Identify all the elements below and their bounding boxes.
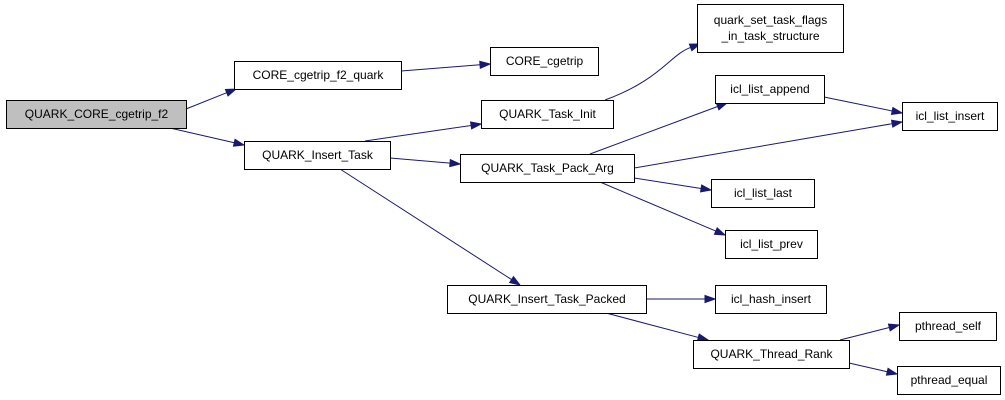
node-label: QUARK_Insert_Task_Packed: [468, 292, 625, 306]
node-box: [897, 366, 1001, 395]
node-list-insert[interactable]: icl_list_insert: [902, 102, 998, 131]
node-label: quark_set_task_flags: [714, 13, 827, 27]
node-label: icl_list_prev: [740, 237, 803, 251]
edge-arrowhead: [449, 158, 462, 168]
node-box: [6, 100, 187, 129]
edge-thread_rank-to-pthread_self: [839, 323, 901, 341]
node-box: [715, 285, 827, 314]
node-box: [693, 340, 850, 369]
edge-arrowhead: [704, 294, 717, 304]
node-label: icl_list_append: [730, 82, 809, 96]
node-thread-rank[interactable]: QUARK_Thread_Rank: [693, 340, 850, 369]
edge-arrowhead: [696, 333, 710, 342]
node-pthread-equal[interactable]: pthread_equal: [897, 366, 1001, 395]
edge-arrowhead: [699, 184, 713, 193]
node-list-last[interactable]: icl_list_last: [711, 179, 815, 208]
node-box: [899, 312, 997, 341]
node-label: QUARK_Task_Pack_Arg: [481, 161, 614, 175]
node-label: QUARK_Thread_Rank: [710, 347, 833, 361]
edge-arrowhead: [890, 106, 904, 116]
edge-pack_arg-to-list_insert: [633, 119, 904, 169]
edge-insert_task-to-task_packed: [339, 168, 522, 286]
edge-pack_arg-to-list_last: [633, 177, 713, 193]
node-label: pthread_self: [915, 319, 982, 333]
edge-task_init-to-set_flags: [604, 43, 702, 101]
node-box: [460, 154, 635, 183]
edge-arrowhead: [890, 119, 904, 128]
node-label: QUARK_CORE_cgetrip_f2: [25, 107, 169, 121]
node-task-packed[interactable]: QUARK_Insert_Task_Packed: [447, 285, 647, 314]
edges-layer: [169, 43, 904, 376]
edge-pack_arg-to-append: [589, 102, 729, 155]
node-label: pthread_equal: [911, 373, 988, 387]
node-list-prev[interactable]: icl_list_prev: [725, 230, 818, 259]
edge-task_packed-to-hash_insert: [646, 294, 717, 304]
node-core-quark[interactable]: CORE_cgetrip_f2_quark: [234, 61, 402, 90]
edge-thread_rank-to-pthread_equal: [848, 362, 899, 376]
edge-insert_task-to-pack_arg: [389, 157, 462, 168]
node-root[interactable]: QUARK_CORE_cgetrip_f2: [6, 100, 187, 129]
node-core[interactable]: CORE_cgetrip: [490, 47, 599, 76]
edge-arrowhead: [715, 102, 729, 111]
node-box: [234, 61, 402, 90]
node-label: QUARK_Task_Init: [499, 107, 596, 121]
node-box: [447, 285, 647, 314]
node-label: icl_list_insert: [916, 109, 985, 123]
node-pack-arg[interactable]: QUARK_Task_Pack_Arg: [460, 154, 635, 183]
edge-root-to-insert_task: [169, 127, 246, 147]
edge-root-to-core_quark: [185, 88, 238, 110]
node-box: [711, 179, 815, 208]
nodes-layer: QUARK_CORE_cgetrip_f2 CORE_cgetrip_f2_qua…: [6, 4, 1001, 395]
node-box: [902, 102, 998, 131]
edge-core_quark-to-core: [400, 60, 492, 72]
edge-task_packed-to-thread_rank: [605, 312, 710, 342]
node-label: _in_task_structure: [720, 29, 819, 43]
node-box: [490, 47, 599, 76]
node-box: [725, 230, 818, 259]
edge-arrowhead: [508, 275, 522, 286]
edge-arrowhead: [713, 227, 727, 236]
edge-arrowhead: [887, 323, 901, 332]
node-label: icl_hash_insert: [731, 292, 812, 306]
node-label: icl_list_last: [734, 186, 793, 200]
edge-append-to-list_insert: [823, 96, 904, 116]
node-box: [697, 4, 844, 53]
node-label: CORE_cgetrip_f2_quark: [253, 68, 385, 82]
edge-insert_task-to-task_init: [364, 121, 483, 142]
node-box: [244, 141, 391, 170]
node-label: CORE_cgetrip: [506, 54, 584, 68]
node-label: QUARK_Insert_Task: [262, 148, 374, 162]
node-hash-insert[interactable]: icl_hash_insert: [715, 285, 827, 314]
edge-arrowhead: [479, 60, 492, 70]
node-append[interactable]: icl_list_append: [715, 75, 825, 104]
edge-arrowhead: [232, 138, 246, 147]
node-box: [715, 75, 825, 104]
edge-arrowhead: [470, 121, 483, 130]
edge-arrowhead: [885, 367, 899, 376]
edge-arrowhead: [224, 88, 238, 97]
node-task-init[interactable]: QUARK_Task_Init: [481, 100, 614, 129]
node-pthread-self[interactable]: pthread_self: [899, 312, 997, 341]
edge-pack_arg-to-list_prev: [599, 181, 727, 236]
node-insert-task[interactable]: QUARK_Insert_Task: [244, 141, 391, 170]
node-set-flags[interactable]: quark_set_task_flags _in_task_structure: [697, 4, 844, 53]
node-box: [481, 100, 614, 129]
